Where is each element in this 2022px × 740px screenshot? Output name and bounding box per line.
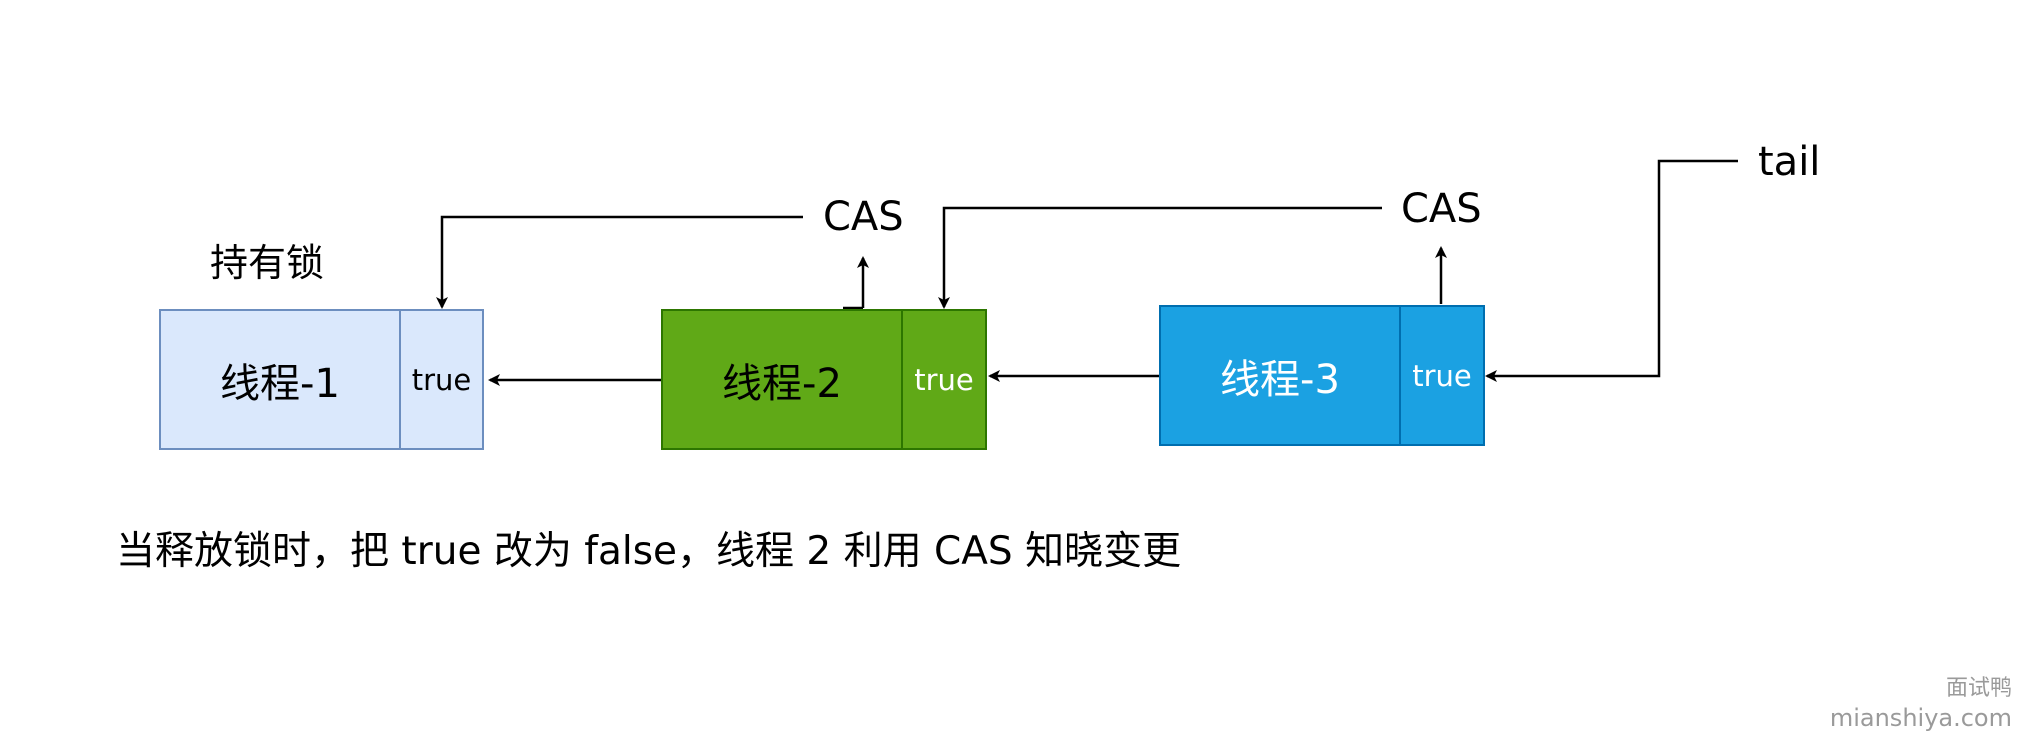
watermark-url: mianshiya.com [1829,704,2012,732]
thread-node-1-flag: true [411,362,472,397]
cas-link-node3 [938,206,1382,309]
lock-holder-label: 持有锁 [210,241,325,285]
thread-node-1-name: 线程-1 [161,311,401,448]
thread-node-1: 线程-1 true [159,309,484,450]
thread-node-3-name: 线程-3 [1161,307,1401,444]
diagram-caption: 当释放锁时，把 true 改为 false，线程 2 利用 CAS 知晓变更 [116,529,1182,574]
tail-label: tail [1758,139,1821,185]
thread-node-3: 线程-3 true [1159,305,1485,446]
thread-node-2: 线程-2 true [661,309,987,450]
cas-label-node3: CAS [1401,186,1482,232]
cas-label-node2: CAS [823,194,904,240]
thread-node-3-flag: true [1412,358,1472,393]
watermark-title: 面试鸭 [1945,676,2012,701]
thread-node-2-flag: true [914,362,974,397]
tail-link [1485,159,1738,382]
cas-link-node2 [436,215,803,309]
thread-node-2-name: 线程-2 [663,311,903,448]
